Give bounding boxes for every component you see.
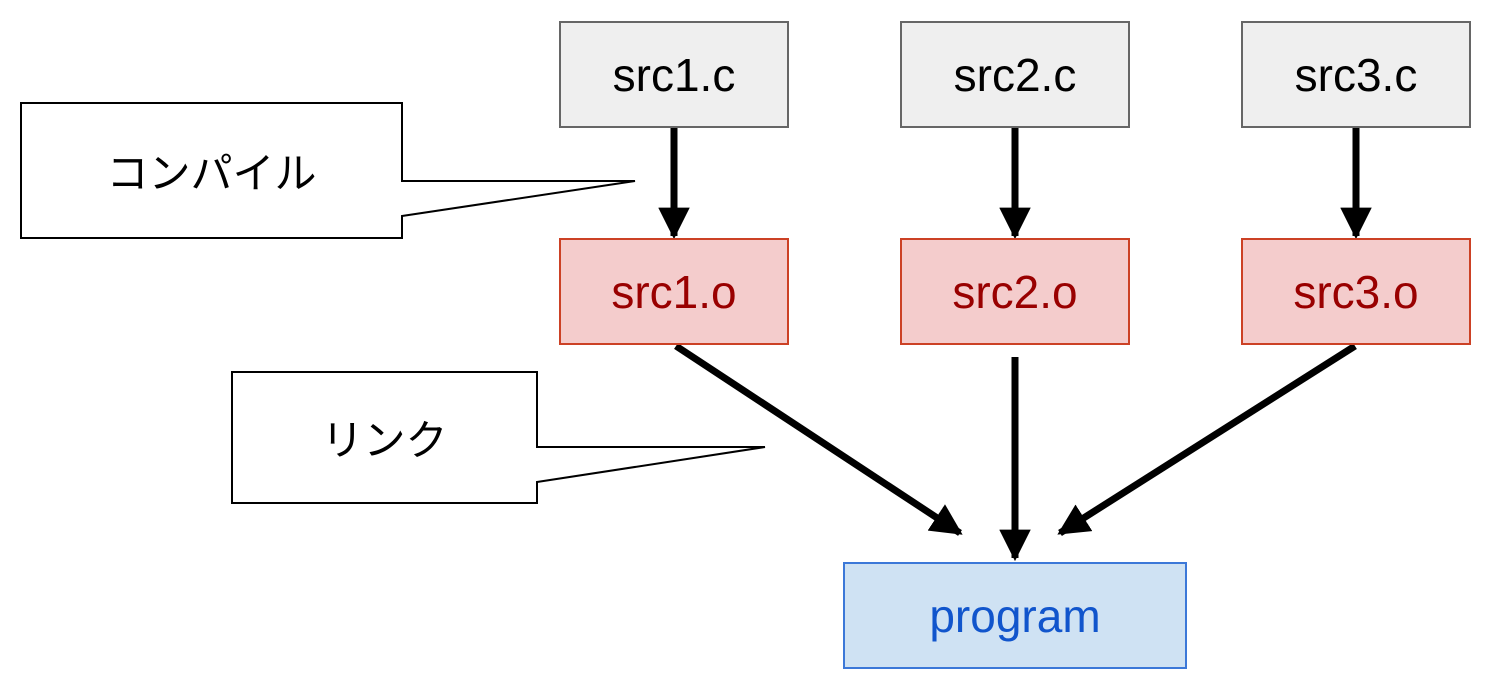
compile-callout-label: コンパイル <box>106 149 317 198</box>
source-file-src1: src1.c <box>559 21 789 128</box>
compile-callout-shape <box>20 102 636 239</box>
link-arrow-src3 <box>1057 343 1357 536</box>
link-callout-shape <box>231 371 766 504</box>
link-callout-label: リンク <box>321 416 448 465</box>
program-node: program <box>843 562 1187 669</box>
link-arrow-src1 <box>674 343 963 536</box>
source-file-src2: src2.c <box>900 21 1130 128</box>
object-file-src3: src3.o <box>1241 238 1471 345</box>
source-file-src3: src3.c <box>1241 21 1471 128</box>
object-file-src1: src1.o <box>559 238 789 345</box>
object-file-src2: src2.o <box>900 238 1130 345</box>
